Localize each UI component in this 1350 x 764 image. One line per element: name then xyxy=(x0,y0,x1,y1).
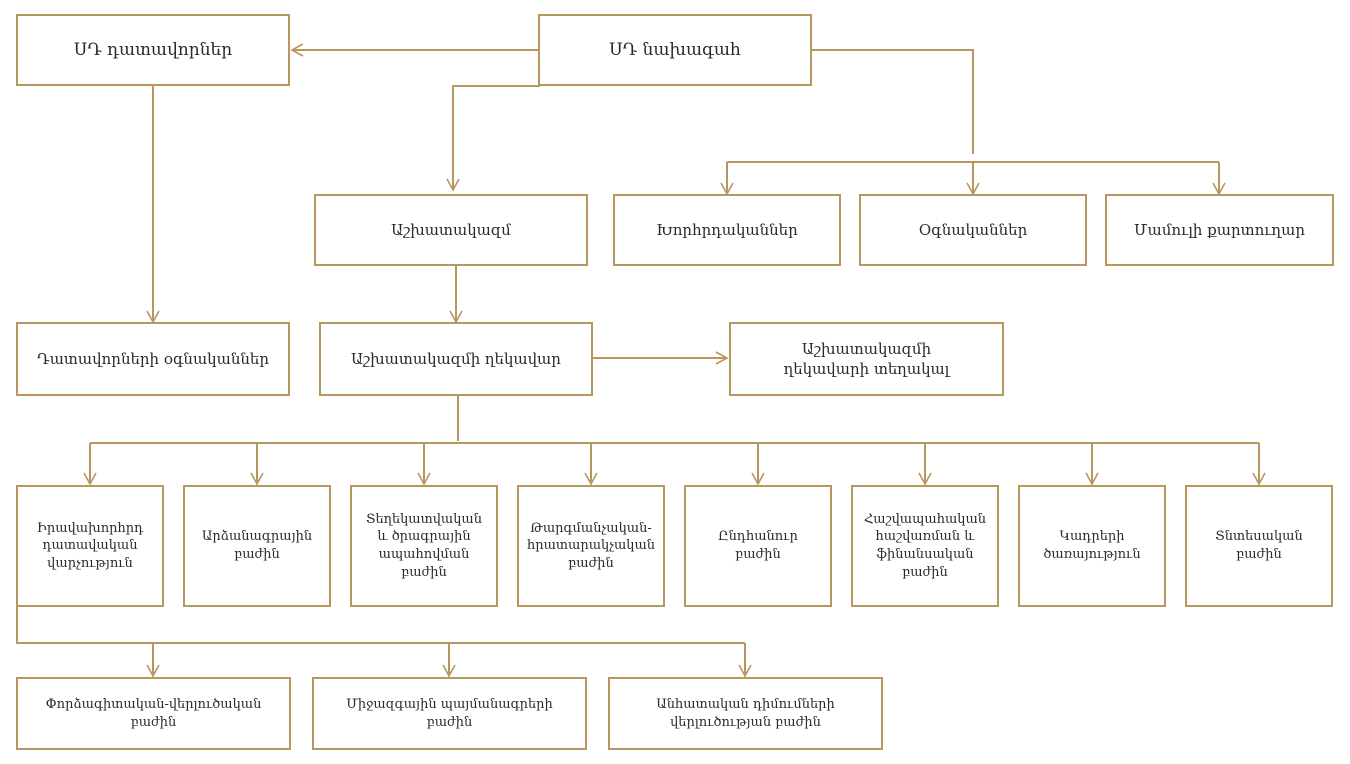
node-translation-dept: Թարգմանչական- հրատարակչական բաժին xyxy=(517,485,665,607)
node-expert-analytical-dept: Փորձագիտական-վերլուծական բաժին xyxy=(16,677,291,750)
node-legal-proceedings: Իրավախորհրդ դատավական վարչություն xyxy=(16,485,164,607)
node-accounting-dept: Հաշվապահական հաշվառման և ֆինանսական բաժի… xyxy=(851,485,999,607)
node-protocol-dept: Արձանագրային բաժին xyxy=(183,485,331,607)
node-judges: ՍԴ դատավորներ xyxy=(16,14,290,86)
node-hr-service: Կադրերի ծառայություն xyxy=(1018,485,1166,607)
node-advisers: Խորհրդականներ xyxy=(613,194,841,266)
node-press-secretary: Մամուլի քարտուղար xyxy=(1105,194,1334,266)
node-assistants: Օգնականներ xyxy=(859,194,1087,266)
connector-president-group xyxy=(811,49,974,154)
connector-legal-sub xyxy=(16,606,745,644)
node-judges-assistants: Դատավորների օգնականներ xyxy=(16,322,290,396)
node-intl-treaties-dept: Միջազգային պայմանագրերի բաժին xyxy=(312,677,587,750)
node-staff: Աշխատակազմ xyxy=(314,194,588,266)
connector-president-staff xyxy=(446,85,540,192)
node-constitutional-complaints-dept: Անհատական դիմումների վերլուծության բաժին xyxy=(608,677,883,750)
node-staff-head-deputy: Աշխատակազմի ղեկավարի տեղակալ xyxy=(729,322,1004,396)
node-economic-dept: Տնտեսական բաժին xyxy=(1185,485,1333,607)
node-staff-head: Աշխատակազմի ղեկավար xyxy=(319,322,593,396)
node-it-dept: Տեղեկատվական և ծրագրային ապահովման բաժին xyxy=(350,485,498,607)
node-general-dept: Ընդհանուր բաժին xyxy=(684,485,832,607)
node-president: ՍԴ նախագահ xyxy=(538,14,812,86)
